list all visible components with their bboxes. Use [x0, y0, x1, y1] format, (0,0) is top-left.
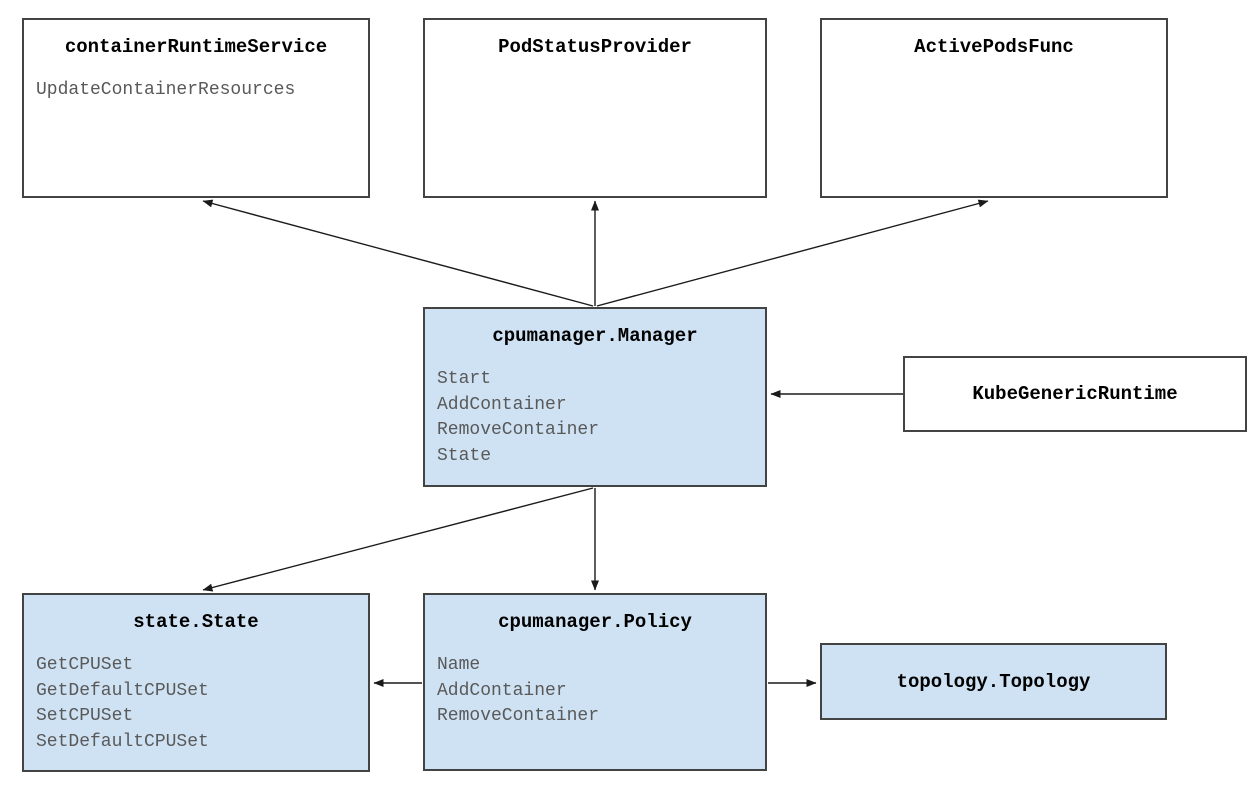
edge-manager-to-containerruntimeservice [202, 199, 594, 307]
node-method-list: Name AddContainer RemoveContainer [437, 653, 753, 730]
edge-manager-to-statestate [202, 487, 594, 592]
node-pod-status-provider: PodStatusProvider [423, 18, 767, 198]
node-cpumanager-policy: cpumanager.Policy Name AddContainer Remo… [423, 593, 767, 771]
node-cpumanager-manager: cpumanager.Manager Start AddContainer Re… [423, 307, 767, 487]
method-label: GetCPUSet [36, 655, 134, 675]
node-title: containerRuntimeService [64, 36, 328, 58]
method-label: RemoveContainer [437, 706, 600, 726]
node-method-list: GetCPUSet GetDefaultCPUSet SetCPUSet Set… [36, 653, 356, 755]
method-label: RemoveContainer [437, 420, 600, 440]
node-title: PodStatusProvider [498, 36, 692, 58]
method-label: AddContainer [437, 680, 567, 701]
edge-manager-to-activepodsfunc [596, 199, 989, 307]
node-active-pods-func: ActivePodsFunc [820, 18, 1168, 198]
method-label: Name [437, 655, 481, 675]
node-container-runtime-service: containerRuntimeService UpdateContainerR… [22, 18, 370, 198]
node-state-state: state.State GetCPUSet GetDefaultCPUSet S… [22, 593, 370, 772]
node-topology-topology: topology.Topology [820, 643, 1167, 720]
node-kube-generic-runtime: KubeGenericRuntime [903, 356, 1247, 432]
node-method-list: UpdateContainerResources [36, 78, 356, 104]
method-label: GetDefaultCPUSet [36, 680, 209, 701]
node-title: topology.Topology [896, 670, 1091, 693]
node-title: state.State [133, 611, 259, 633]
method-label: SetDefaultCPUSet [36, 731, 209, 752]
method-label: UpdateContainerResources [36, 80, 296, 100]
method-label: SetCPUSet [36, 706, 134, 726]
method-label: State [437, 445, 492, 466]
method-label: AddContainer [437, 394, 567, 415]
node-title: KubeGenericRuntime [972, 383, 1178, 405]
method-label: Start [437, 369, 492, 389]
node-title: ActivePodsFunc [914, 36, 1074, 58]
node-method-list: Start AddContainer RemoveContainer State [437, 367, 753, 469]
node-title: cpumanager.Policy [498, 611, 692, 633]
node-title: cpumanager.Manager [492, 325, 698, 347]
